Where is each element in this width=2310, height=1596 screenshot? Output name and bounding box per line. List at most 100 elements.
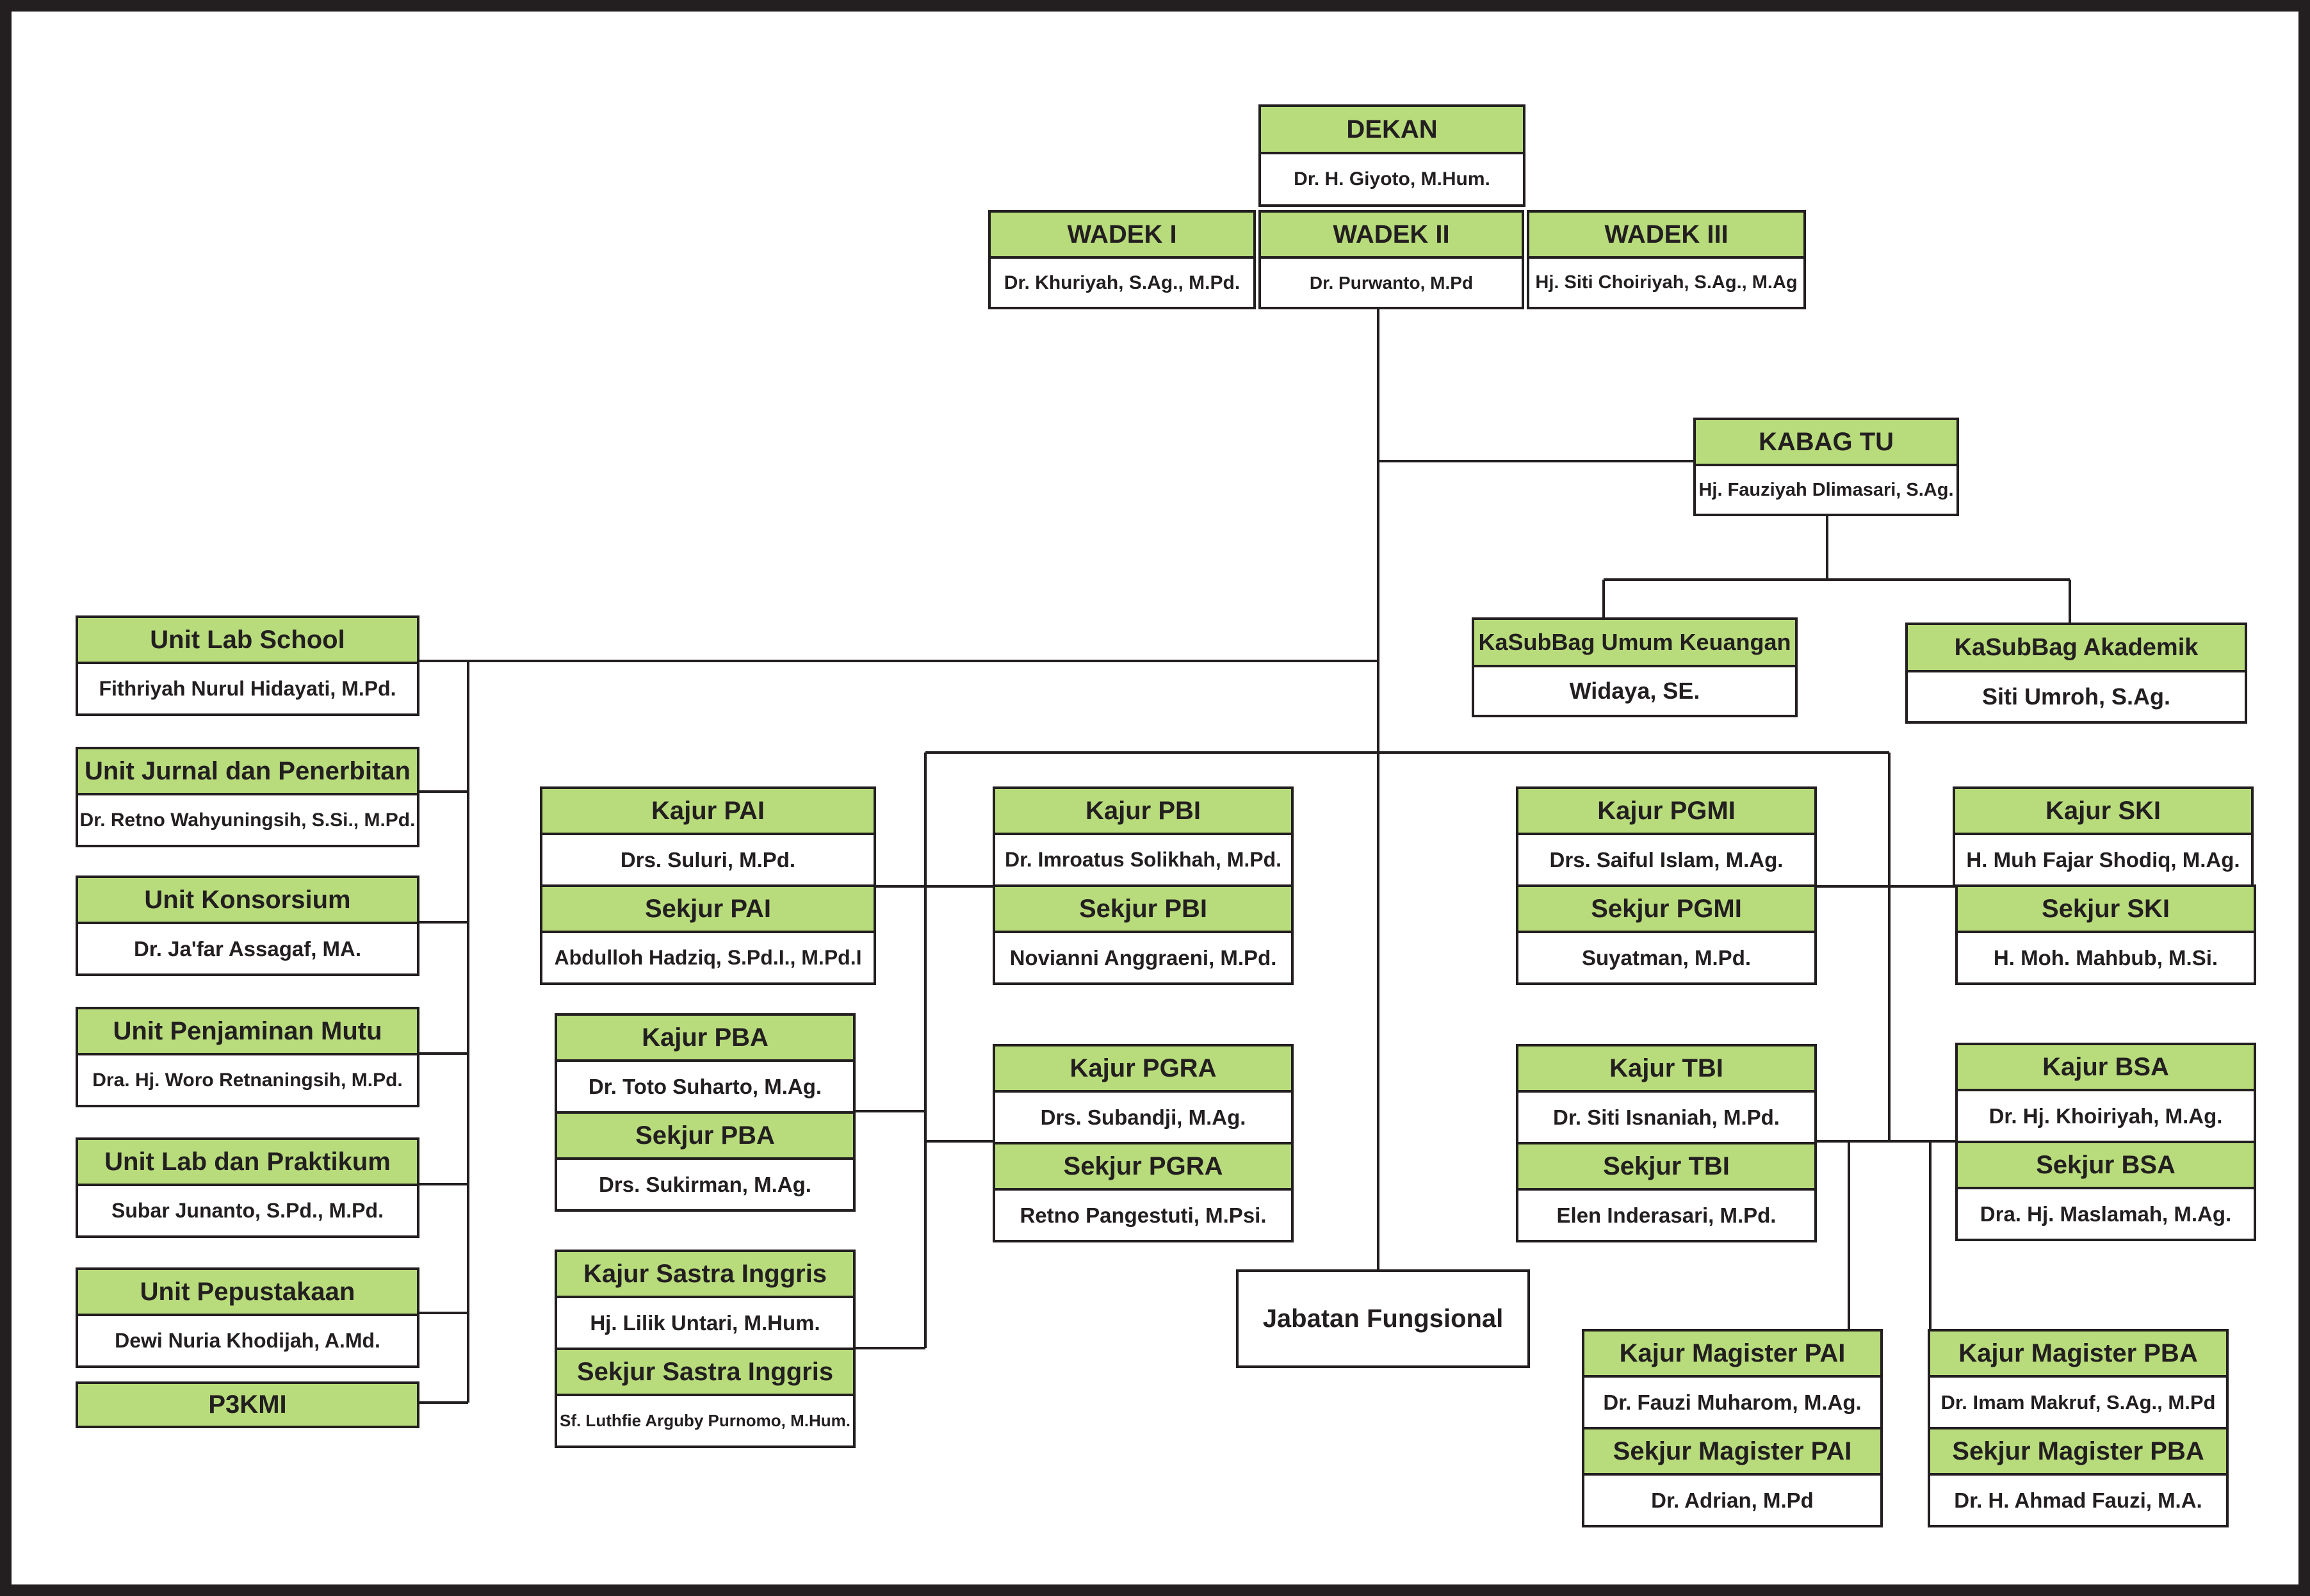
box-name: Elen Inderasari, M.Pd. <box>1556 1203 1777 1227</box>
kasubbag-akademik-box: KaSubBag Akademik Siti Umroh, S.Ag. <box>1905 623 2247 724</box>
box-title: Sekjur PAI <box>542 887 874 933</box>
box-title: Unit Penjaminan Mutu <box>78 1009 417 1055</box>
box-title: Kajur PGRA <box>995 1046 1291 1093</box>
kajur-bsa-box: Kajur BSA Dr. Hj. Khoiriyah, M.Ag. <box>1955 1043 2256 1143</box>
box-title: Sekjur SKI <box>1958 887 2254 933</box>
box-title: Kajur Sastra Inggris <box>557 1252 853 1298</box>
box-name: Dr. Ja'far Assagaf, MA. <box>133 936 362 961</box>
box-title: Sekjur Magister PAI <box>1584 1429 1880 1476</box>
box-title: Unit Pepustakaan <box>78 1270 417 1316</box>
kajur-pgmi-box: Kajur PGMI Drs. Saiful Islam, M.Ag. <box>1516 786 1817 887</box>
box-title: DEKAN <box>1261 107 1523 154</box>
box-name: Dr. Retno Wahyuningsih, S.Si., M.Pd. <box>79 809 416 831</box>
unit-lab-school-box: Unit Lab School Fithriyah Nurul Hidayati… <box>76 615 419 716</box>
sekjur-sastra-inggris-box: Sekjur Sastra Inggris Sf. Luthfie Arguby… <box>555 1348 856 1448</box>
box-title: Kajur SKI <box>1955 789 2251 835</box>
box-title: Unit Lab dan Praktikum <box>78 1140 417 1186</box>
unit-pepustakaan-box: Unit Pepustakaan Dewi Nuria Khodijah, A.… <box>76 1267 419 1368</box>
box-title: Kajur PBA <box>557 1016 853 1062</box>
box-title: Kajur PGMI <box>1518 789 1814 835</box>
wadek-3-box: WADEK III Hj. Siti Choiriyah, S.Ag., M.A… <box>1527 210 1806 309</box>
box-name: Dr. Purwanto, M.Pd <box>1309 272 1474 293</box>
sekjur-pai-box: Sekjur PAI Abdulloh Hadziq, S.Pd.I., M.P… <box>540 884 876 985</box>
box-title: Kajur BSA <box>1958 1045 2254 1091</box>
kajur-pai-box: Kajur PAI Drs. Suluri, M.Pd. <box>540 786 876 887</box>
box-name: Hj. Fauziyah Dlimasari, S.Ag. <box>1698 479 1954 500</box>
wadek-1-box: WADEK I Dr. Khuriyah, S.Ag., M.Pd. <box>988 210 1256 309</box>
unit-p3kmi-box: P3KMI <box>76 1381 419 1428</box>
sekjur-tbi-box: Sekjur TBI Elen Inderasari, M.Pd. <box>1516 1142 1817 1242</box>
unit-konsorsium-box: Unit Konsorsium Dr. Ja'far Assagaf, MA. <box>76 875 419 976</box>
box-title: Unit Lab School <box>78 618 417 664</box>
kabag-tu-box: KABAG TU Hj. Fauziyah Dlimasari, S.Ag. <box>1693 418 1959 516</box>
box-name: Drs. Saiful Islam, M.Ag. <box>1549 847 1784 872</box>
box-title: WADEK II <box>1261 213 1522 259</box>
box-title: KaSubBag Akademik <box>1908 625 2245 672</box>
box-title: Kajur Magister PAI <box>1584 1331 1880 1378</box>
wadek-2-box: WADEK II Dr. Purwanto, M.Pd <box>1258 210 1524 309</box>
box-name: Hj. Lilik Untari, M.Hum. <box>590 1310 820 1335</box>
kasubbag-umum-box: KaSubBag Umum Keuangan Widaya, SE. <box>1472 617 1798 717</box>
unit-jurnal-box: Unit Jurnal dan Penerbitan Dr. Retno Wah… <box>76 747 419 847</box>
box-name: Hj. Siti Choiriyah, S.Ag., M.Ag <box>1535 272 1798 293</box>
box-name: Drs. Sukirman, M.Ag. <box>599 1172 811 1196</box>
box-title: Sekjur BSA <box>1958 1143 2254 1189</box>
box-name: Dr. H. Giyoto, M.Hum. <box>1294 168 1490 190</box>
box-name: Dr. Fauzi Muharom, M.Ag. <box>1603 1390 1862 1414</box>
box-title: Unit Jurnal dan Penerbitan <box>78 749 417 795</box>
box-name: Suyatman, M.Pd. <box>1581 945 1752 970</box>
box-title: P3KMI <box>78 1384 417 1426</box>
jabatan-fungsional-box: Jabatan Fungsional <box>1236 1269 1530 1368</box>
box-name: Dr. Hj. Khoiriyah, M.Ag. <box>1989 1103 2223 1128</box>
unit-penjaminan-mutu-box: Unit Penjaminan Mutu Dra. Hj. Woro Retna… <box>76 1007 419 1107</box>
box-title: KABAG TU <box>1696 420 1956 466</box>
box-name: Drs. Subandji, M.Ag. <box>1040 1105 1246 1129</box>
sekjur-pgmi-box: Sekjur PGMI Suyatman, M.Pd. <box>1516 884 1817 985</box>
box-title: Sekjur PBI <box>995 887 1291 933</box>
box-title: Sekjur TBI <box>1518 1144 1814 1191</box>
box-name: Siti Umroh, S.Ag. <box>1981 683 2170 710</box>
kajur-sastra-inggris-box: Kajur Sastra Inggris Hj. Lilik Untari, M… <box>555 1250 856 1350</box>
box-title: Kajur Magister PBA <box>1930 1331 2226 1378</box>
sekjur-pbi-box: Sekjur PBI Novianni Anggraeni, M.Pd. <box>993 884 1294 985</box>
box-name: Widaya, SE. <box>1569 678 1700 704</box>
kajur-ski-box: Kajur SKI H. Muh Fajar Shodiq, M.Ag. <box>1953 786 2254 887</box>
kajur-pba-box: Kajur PBA Dr. Toto Suharto, M.Ag. <box>555 1013 856 1114</box>
box-name: Retno Pangestuti, M.Psi. <box>1020 1203 1267 1227</box>
box-name: Dr. Toto Suharto, M.Ag. <box>588 1074 822 1098</box>
box-name: Dr. Siti Isnaniah, M.Pd. <box>1553 1105 1780 1129</box>
kajur-magister-pba-box: Kajur Magister PBA Dr. Imam Makruf, S.Ag… <box>1928 1329 2229 1429</box>
box-name: Dr. Adrian, M.Pd <box>1651 1488 1814 1512</box>
box-name: Dra. Hj. Maslamah, M.Ag. <box>1980 1201 2232 1226</box>
sekjur-pgra-box: Sekjur PGRA Retno Pangestuti, M.Psi. <box>993 1142 1294 1242</box>
box-name: Dewi Nuria Khodijah, A.Md. <box>115 1329 380 1352</box>
box-title: Sekjur Magister PBA <box>1930 1429 2226 1476</box>
sekjur-bsa-box: Sekjur BSA Dra. Hj. Maslamah, M.Ag. <box>1955 1141 2256 1241</box>
kajur-tbi-box: Kajur TBI Dr. Siti Isnaniah, M.Pd. <box>1516 1044 1817 1144</box>
box-title: Kajur PAI <box>542 789 874 835</box>
box-title: Sekjur PGRA <box>995 1144 1291 1191</box>
box-title: KaSubBag Umum Keuangan <box>1474 620 1795 667</box>
box-title: Kajur PBI <box>995 789 1291 835</box>
box-title: Jabatan Fungsional <box>1262 1304 1504 1333</box>
box-name: Dr. Imroatus Solikhah, M.Pd. <box>1004 848 1282 871</box>
box-name: Dra. Hj. Woro Retnaningsih, M.Pd. <box>92 1069 403 1091</box>
box-name: Abdulloh Hadziq, S.Pd.I., M.Pd.I <box>554 946 862 969</box>
box-title: WADEK I <box>991 213 1253 259</box>
box-title: WADEK III <box>1529 213 1803 259</box>
kajur-pgra-box: Kajur PGRA Drs. Subandji, M.Ag. <box>993 1044 1294 1144</box>
box-name: Sf. Luthfie Arguby Purnomo, M.Hum. <box>559 1411 850 1430</box>
box-name: Novianni Anggraeni, M.Pd. <box>1009 945 1277 970</box>
box-title: Kajur TBI <box>1518 1046 1814 1093</box>
kajur-pbi-box: Kajur PBI Dr. Imroatus Solikhah, M.Pd. <box>993 786 1294 887</box>
box-name: Dr. Khuriyah, S.Ag., M.Pd. <box>1004 272 1240 293</box>
box-title: Unit Konsorsium <box>78 878 417 924</box>
box-name: Dr. Imam Makruf, S.Ag., M.Pd <box>1940 1390 2216 1413</box>
sekjur-pba-box: Sekjur PBA Drs. Sukirman, M.Ag. <box>555 1111 856 1212</box>
box-name: Subar Junanto, S.Pd., M.Pd. <box>111 1199 384 1222</box>
box-name: Drs. Suluri, M.Pd. <box>620 847 796 872</box>
dekan-box: DEKAN Dr. H. Giyoto, M.Hum. <box>1258 104 1525 207</box>
sekjur-magister-pba-box: Sekjur Magister PBA Dr. H. Ahmad Fauzi, … <box>1928 1427 2229 1527</box>
